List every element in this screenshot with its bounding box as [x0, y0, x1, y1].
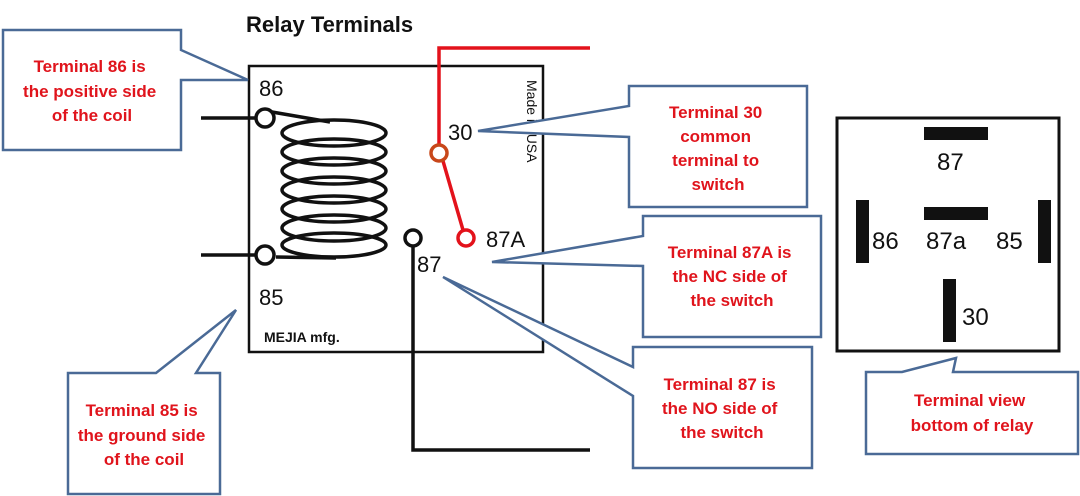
callout-87-line: the switch [680, 423, 763, 442]
bottom-label-86: 86 [872, 228, 899, 255]
terminal-87-label: 87 [417, 252, 441, 277]
callout-terminal-86: Terminal 86 is the positive side of the … [1, 28, 249, 152]
terminal-86-label: 86 [259, 76, 283, 101]
callout-30-line: Terminal 30 [669, 103, 762, 122]
callout-87-line: Terminal 87 is [664, 375, 776, 394]
bottom-view-diagram: 87 86 87a 85 30 [835, 116, 1061, 353]
terminal-87a-label: 87A [486, 227, 525, 252]
callout-30-line: terminal to [672, 151, 759, 170]
coil-icon [271, 110, 388, 260]
diagram-title: Relay Terminals [246, 12, 413, 37]
terminal-87a-contact [456, 228, 476, 248]
pin-85 [1038, 200, 1051, 263]
terminal-85-label: 85 [259, 285, 283, 310]
terminal-30-contact [429, 143, 449, 163]
callout-terminal-87: Terminal 87 is the NO side of the switch [442, 275, 814, 470]
pin-87a [924, 207, 988, 220]
terminal-30-label: 30 [448, 120, 472, 145]
pin-86 [856, 200, 869, 263]
callout-87a-line: the NC side of [672, 267, 787, 286]
callout-85-line: Terminal 85 is [86, 401, 198, 420]
callout-terminal-30: Terminal 30 common terminal to switch [477, 84, 809, 209]
callout-30-line: switch [692, 175, 745, 194]
callout-30-line: common [680, 127, 751, 146]
switch-arm [441, 160, 465, 231]
pin-87 [924, 127, 988, 140]
callout-terminal-87a: Terminal 87A is the NC side of the switc… [491, 214, 823, 339]
callout-87a-line: the switch [690, 291, 773, 310]
callout-86-line: the positive side [23, 82, 156, 101]
bottom-label-30: 30 [962, 304, 989, 331]
callout-87-line: the NO side of [662, 399, 778, 418]
callout-bottom-line: bottom of relay [911, 416, 1034, 435]
callout-terminal-85: Terminal 85 is the ground side of the co… [66, 309, 238, 496]
svg-text:Terminal view bottom of: Terminal view bottom of relay [911, 391, 1034, 435]
pin-30 [943, 279, 956, 342]
manufacturer-label: MEJIA mfg. [264, 329, 340, 345]
callout-bottom-view: Terminal view bottom of relay [864, 356, 1080, 456]
terminal-86-contact [254, 107, 276, 129]
terminal-85-contact [254, 244, 276, 266]
callout-bottom-line: Terminal view [914, 391, 1026, 410]
bottom-label-87: 87 [937, 149, 964, 176]
wire-87 [411, 247, 590, 452]
callout-86-line: Terminal 86 is [34, 57, 146, 76]
svg-text:Terminal 30 common: Terminal 30 common terminal to switch [669, 103, 767, 194]
svg-text:Terminal 86 is the posit: Terminal 86 is the positive side of the … [23, 57, 161, 125]
relay-body [247, 64, 545, 354]
svg-text:Terminal 87A is the NC s: Terminal 87A is the NC side of the switc… [668, 243, 797, 310]
callout-86-line: of the coil [52, 106, 132, 125]
terminal-87-contact [403, 228, 423, 248]
svg-text:Terminal 87 is the NO si: Terminal 87 is the NO side of the switch [662, 375, 782, 442]
svg-text:Terminal 85 is the groun: Terminal 85 is the ground side of the co… [78, 401, 210, 469]
bottom-label-87a: 87a [926, 228, 967, 255]
callout-87a-line: Terminal 87A is [668, 243, 792, 262]
bottom-label-85: 85 [996, 228, 1023, 255]
wire-30 [437, 46, 590, 145]
callout-85-line: of the coil [104, 450, 184, 469]
callout-85-line: the ground side [78, 426, 206, 445]
